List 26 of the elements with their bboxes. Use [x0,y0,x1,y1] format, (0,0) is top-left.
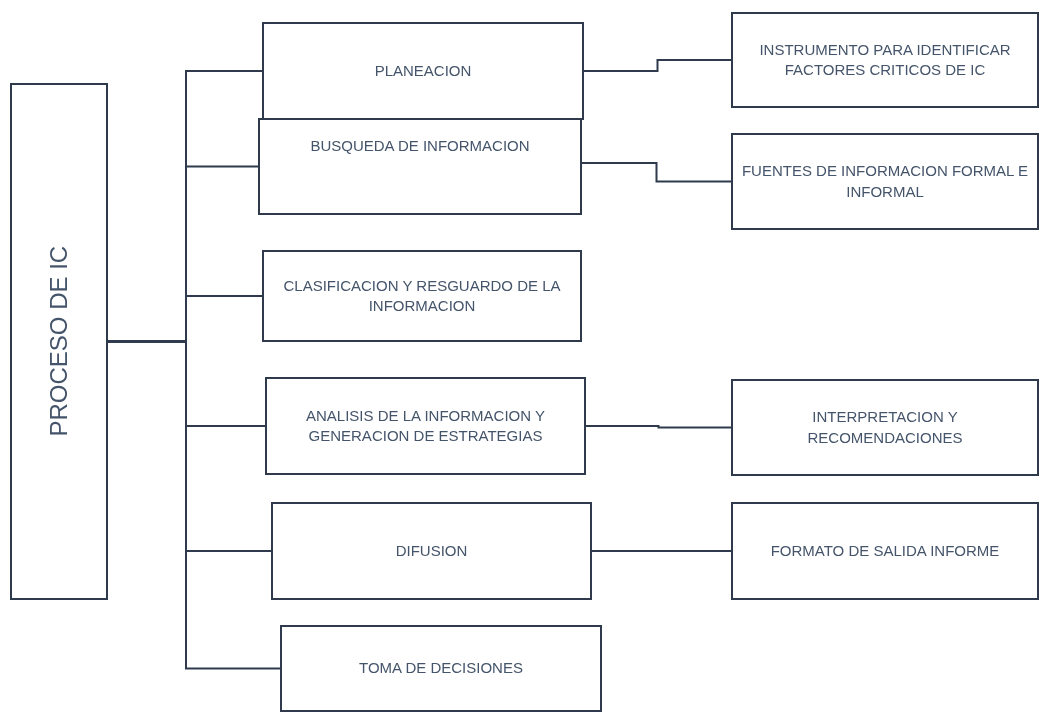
connector-line [583,59,732,72]
box-label: BUSQUEDA DE INFORMACION [310,136,530,156]
box-label: PROCESO DE IC [43,246,73,437]
process-box [10,83,108,600]
box-label: PLANEACION [374,60,472,81]
box-label: TOMA DE DECISIONES [359,658,523,679]
box-label: INTERPRETACION Y RECOMENDACIONES [806,407,964,448]
process-box [731,379,1039,476]
process-box [271,502,592,600]
process-box [265,377,586,475]
process-box [731,133,1039,230]
process-box [258,118,582,215]
process-box [731,502,1039,600]
box-label: CLASIFICACION Y RESGUARDO DE LA INFORMACION [282,275,562,316]
connector-line [585,425,732,429]
box-label: FORMATO DE SALIDA INFORME [770,540,1000,561]
box-label: ANALISIS DE LA INFORMACION Y GENERACION DE ESTRATEGIAS [305,405,546,446]
process-box [262,250,582,342]
process-box [262,22,584,120]
connector-line [581,162,732,183]
box-label: FUENTES DE INFORMACION FORMAL E INFORMAL [740,161,1030,202]
process-box [731,12,1039,108]
connector-line [591,550,732,552]
box-label: INSTRUMENTO PARA IDENTIFICAR FACTORES CRITICOS DE IC [758,39,1012,80]
box-label: DIFUSION [395,540,468,561]
process-box [280,625,602,712]
